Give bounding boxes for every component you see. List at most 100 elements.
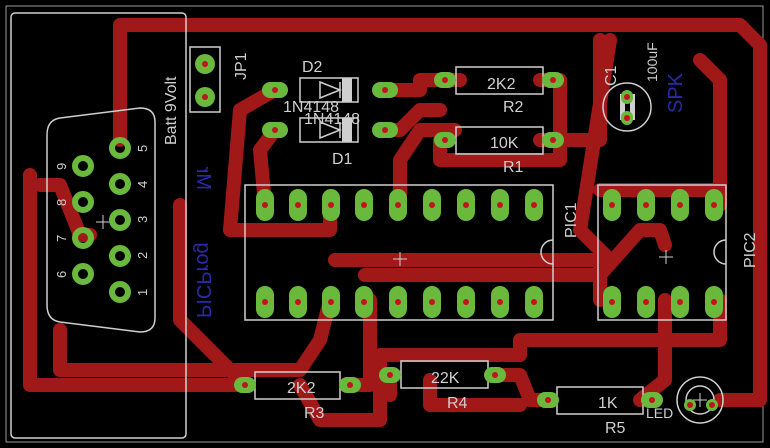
- pic1-pin-bottom-8-drill: [497, 299, 503, 305]
- pic2-pin-bottom-3-drill: [677, 299, 683, 305]
- pic1-notch: [540, 239, 554, 265]
- pic1-pin-top-5-drill: [395, 202, 401, 208]
- c1-value: 100uF: [644, 42, 660, 82]
- led-outline: [676, 376, 724, 424]
- db9-pin-2: 2: [135, 252, 150, 259]
- d1-outline: [299, 117, 359, 143]
- c1-pad-1-drill: [624, 94, 630, 100]
- batt-label: Batt 9Volt: [163, 76, 180, 145]
- pic1-pin-bottom-6-drill: [429, 299, 435, 305]
- pic1-pin-bottom-7-drill: [463, 299, 469, 305]
- db9-pin-6: 6: [54, 271, 69, 278]
- d1-cathode-band: [342, 118, 352, 142]
- db9-pad-1: [109, 281, 131, 303]
- r3-value: 2K2: [287, 380, 316, 397]
- pic1-pin-top-9-drill: [531, 202, 537, 208]
- db9-pad-2: [109, 245, 131, 267]
- d2-label: D2: [302, 59, 323, 76]
- jp1-outline: [189, 46, 221, 113]
- d2-pad-k-drill: [382, 87, 388, 93]
- pic1-pin-top-6-drill: [429, 202, 435, 208]
- pic1-pin-top-1-drill: [262, 202, 268, 208]
- db9-pad-6: [72, 263, 94, 285]
- pic2-pin-top-2-drill: [643, 202, 649, 208]
- spk-label: SPK: [665, 72, 687, 113]
- c1-pad-2-drill: [624, 115, 630, 121]
- d2-pad-a-drill: [272, 87, 278, 93]
- c1-outline: [602, 82, 652, 132]
- pic1-label: PIC1: [563, 202, 580, 238]
- db9-pad-8: [72, 191, 94, 213]
- r5-value: 1K: [598, 395, 618, 412]
- r5-pad-1-drill: [545, 397, 551, 403]
- r4-label: R4: [447, 395, 468, 412]
- led-label: LED: [646, 405, 673, 421]
- r3-label: R3: [304, 405, 325, 422]
- r2-label: R2: [503, 99, 524, 116]
- db9-shell: [46, 107, 156, 333]
- db9-pad-7: [72, 227, 94, 249]
- r3-pad-2-drill: [347, 382, 353, 388]
- db9-pad-3: [109, 209, 131, 231]
- r2-pad-2-drill: [550, 77, 556, 83]
- r1-label: R1: [503, 159, 524, 176]
- r5-pad-2-drill: [649, 397, 655, 403]
- pic2-notch: [713, 239, 727, 265]
- r3-pad-1-drill: [242, 382, 248, 388]
- pic1-pin-top-4-drill: [361, 202, 367, 208]
- r5-label: R5: [605, 420, 626, 437]
- db9-pin-3: 3: [135, 216, 150, 223]
- c1-label: C1: [603, 65, 620, 86]
- c1-body: [620, 94, 635, 120]
- r4-pad-1-drill: [387, 372, 393, 378]
- d1-part-label: 1N4148: [304, 111, 360, 128]
- jp1-pad-1-drill: [202, 61, 208, 67]
- r4-value: 22K: [431, 370, 460, 387]
- db9-pad-5: [109, 137, 131, 159]
- d1-pad-a-drill: [272, 127, 278, 133]
- r2-pad-1-drill: [442, 77, 448, 83]
- db9-outline: [10, 12, 187, 439]
- d1-pad-k-drill: [382, 127, 388, 133]
- jp1-pad-2-drill: [202, 94, 208, 100]
- pic1-pin-top-7-drill: [463, 202, 469, 208]
- r1-pad-2-drill: [550, 137, 556, 143]
- d2-outline: [299, 77, 359, 103]
- pads: [72, 54, 723, 411]
- pic1-pin-bottom-9-drill: [531, 299, 537, 305]
- db9-pin-4: 4: [135, 181, 150, 188]
- diode-symbols: [319, 80, 343, 140]
- pic1-outline: [244, 184, 554, 321]
- d2-cathode-band: [342, 78, 352, 102]
- r4-pad-2-drill: [492, 372, 498, 378]
- jp1-label: JP1: [233, 52, 250, 80]
- r1-pad-1-drill: [442, 137, 448, 143]
- pic1-pin-top-3-drill: [328, 202, 334, 208]
- pic2-pin-top-4-drill: [711, 202, 717, 208]
- db9-pin-7: 7: [54, 235, 69, 242]
- picprog-label: PICProg: [192, 242, 214, 318]
- picprog-suffix-label: Mr: [192, 166, 214, 190]
- pic2-label: PIC2: [742, 232, 759, 268]
- db9-pad-9: [72, 155, 94, 177]
- db9-pin-numbers: 5 4 3 2 1 9 8 7 6: [54, 145, 150, 296]
- db9-pad-4: [109, 173, 131, 195]
- pic1-pin-bottom-3-drill: [328, 299, 334, 305]
- pic1-pin-bottom-2-drill: [295, 299, 301, 305]
- r2-value: 2K2: [487, 76, 516, 93]
- pic1-pin-top-8-drill: [497, 202, 503, 208]
- d1-label: D1: [332, 151, 353, 168]
- pic2-pin-top-1-drill: [609, 202, 615, 208]
- pic1-pin-bottom-5-drill: [395, 299, 401, 305]
- d2-part-label: 1N4148: [283, 99, 339, 116]
- r1-value: 10K: [490, 135, 519, 152]
- pic2-pin-top-3-drill: [677, 202, 683, 208]
- db9-pin-1: 1: [135, 289, 150, 296]
- pic1-pin-bottom-4-drill: [361, 299, 367, 305]
- pic2-outline: [597, 184, 727, 321]
- pic1-pin-bottom-1-drill: [262, 299, 268, 305]
- pic2-pin-bottom-4-drill: [711, 299, 717, 305]
- db9-pin-8: 8: [54, 199, 69, 206]
